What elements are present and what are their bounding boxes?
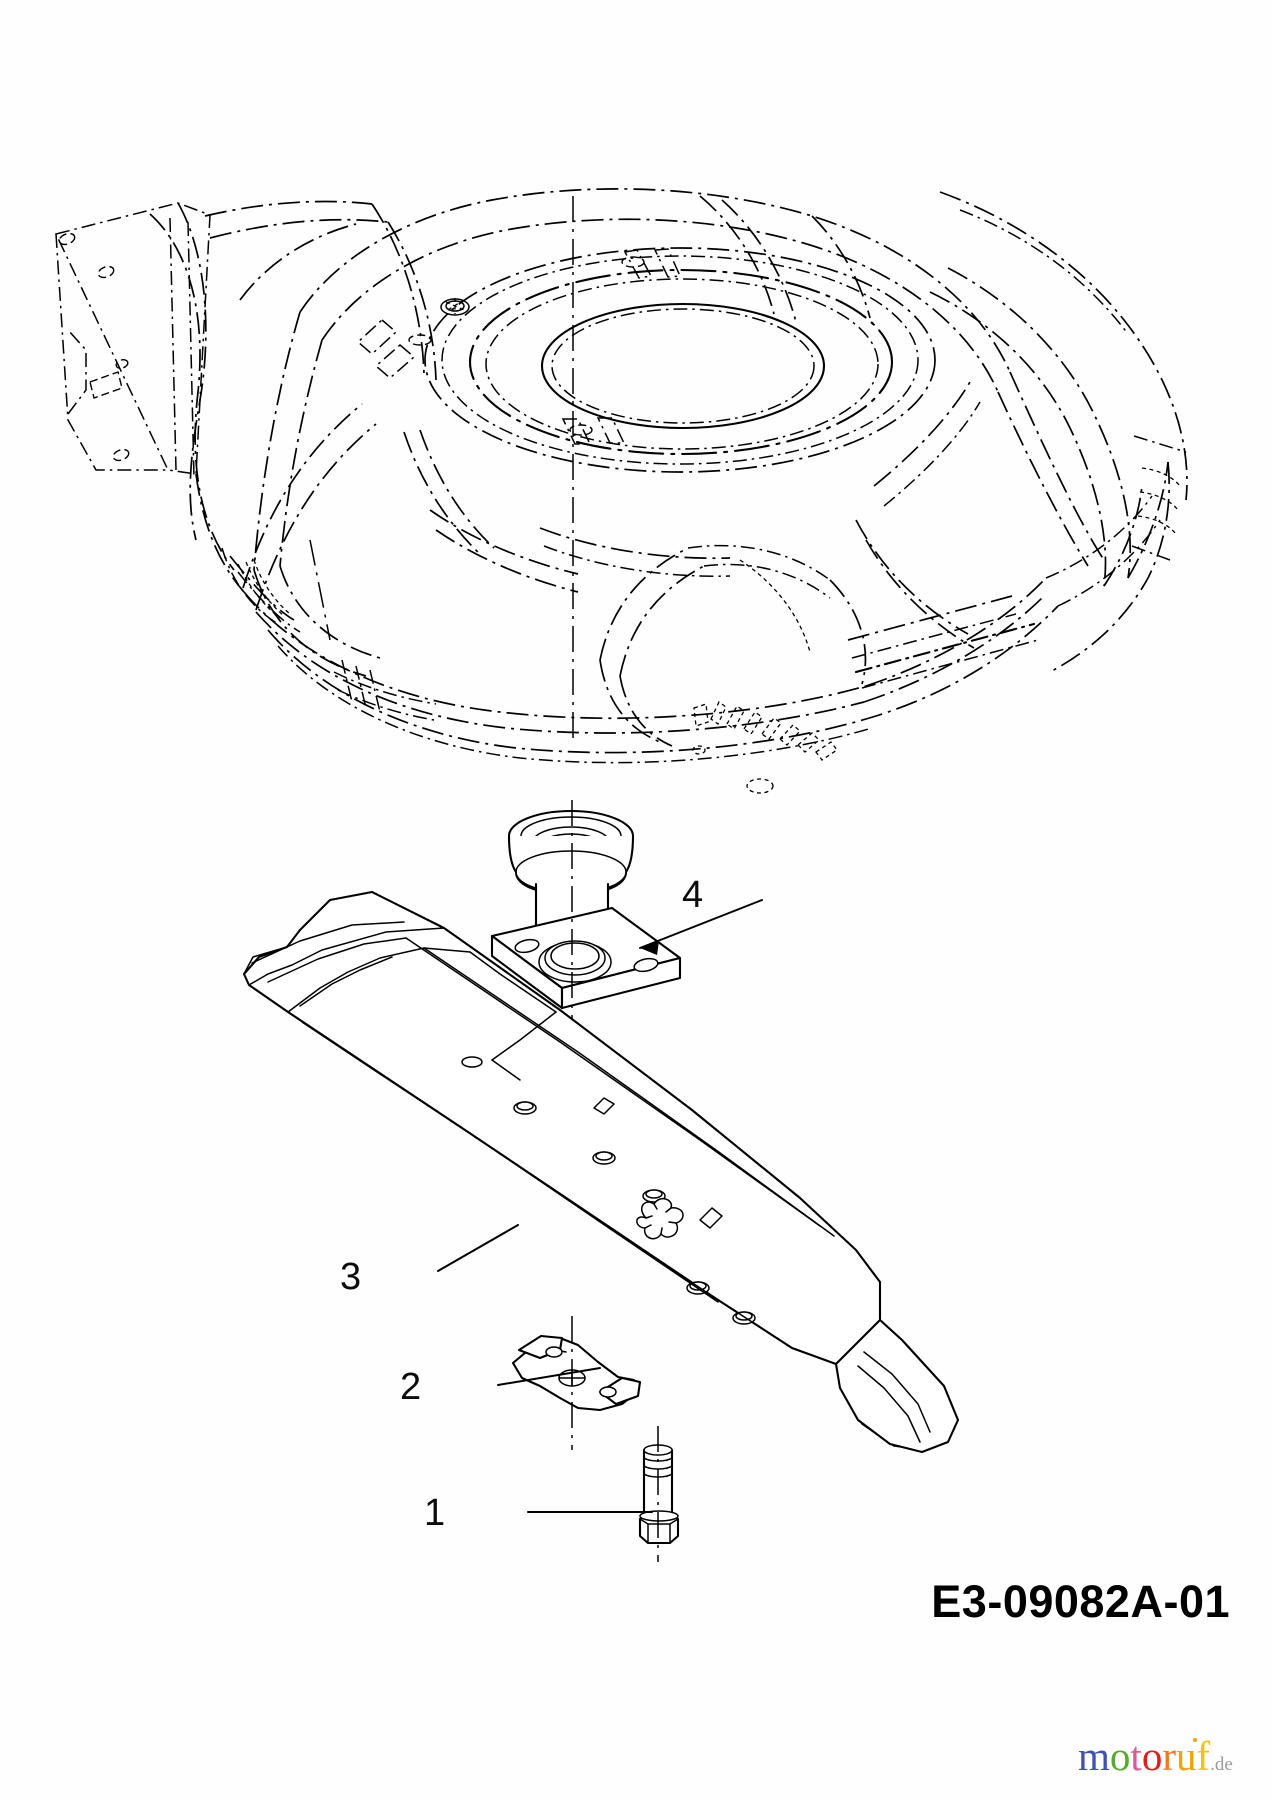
part-4-spindle-adapter <box>490 800 763 1060</box>
callout-3[interactable]: 3 <box>340 1256 362 1298</box>
callout-2[interactable]: 2 <box>400 1366 422 1408</box>
watermark-letter-o2: o <box>1141 1733 1163 1779</box>
drawing-number: E3-09082A-01 <box>931 1576 1230 1627</box>
motoruf-watermark: motoruf.de <box>1078 1736 1233 1777</box>
watermark-letter-f: f <box>1196 1733 1211 1779</box>
watermark-dot-icon <box>1192 1738 1197 1742</box>
callout-4[interactable]: 4 <box>682 874 704 916</box>
watermark-letter-u: u <box>1175 1733 1197 1779</box>
part-2-blade-retainer <box>497 1316 642 1450</box>
part-1-blade-bolt <box>527 1426 680 1562</box>
watermark-letter-m: m <box>1078 1733 1110 1779</box>
mower-deck-phantom <box>54 188 1188 794</box>
watermark-suffix: .de <box>1210 1754 1233 1775</box>
watermark-letter-r: r <box>1162 1733 1176 1779</box>
watermark-letter-o1: o <box>1109 1733 1131 1779</box>
callout-1[interactable]: 1 <box>424 1492 446 1534</box>
part-3-mower-blade <box>242 890 960 1454</box>
watermark-letter-t: t <box>1130 1733 1142 1779</box>
